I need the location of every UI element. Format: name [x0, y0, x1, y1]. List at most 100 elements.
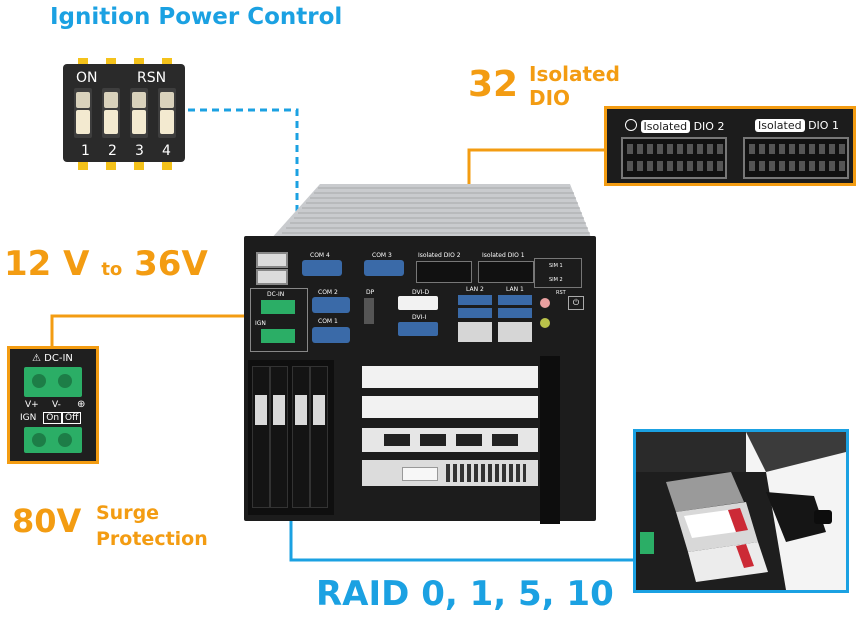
- device-ign-label: IGN: [255, 320, 266, 327]
- usb-port-1: [256, 252, 288, 268]
- v-minus-label: V-: [52, 400, 61, 410]
- mic-jack: [540, 298, 550, 308]
- device-ign-terminal: [261, 329, 295, 343]
- warning-icon: ⚠: [32, 353, 41, 364]
- expansion-slot-gpu: [362, 428, 538, 452]
- com3-label: COM 3: [372, 252, 392, 259]
- dcin-callout-line: [50, 314, 282, 348]
- dvi-i-port: [398, 322, 438, 336]
- dcin-label: DC-IN: [44, 353, 73, 364]
- raid-tray-illustration: [636, 432, 846, 590]
- ign-on-label: On: [43, 412, 63, 424]
- lan1-label: LAN 1: [506, 286, 524, 293]
- usb3-port-d: [498, 308, 532, 318]
- surge-label-line1: Surge: [96, 502, 160, 524]
- dio2-isolated-tag: Isolated: [640, 120, 691, 133]
- switch-number-1: 1: [81, 143, 90, 159]
- device-dio2-connector: [416, 261, 472, 283]
- device-dio2-port: DIO 2: [443, 252, 461, 259]
- dp-label: DP: [366, 289, 375, 296]
- dvi-d-label: DVI-D: [412, 289, 430, 296]
- com1-label: COM 1: [318, 318, 338, 325]
- com2-label: COM 2: [318, 289, 338, 296]
- device-dio2-label: Isolated DIO 2: [418, 252, 461, 259]
- device-dcin-terminal: [261, 300, 295, 314]
- drive-tray-4[interactable]: [310, 366, 328, 508]
- terminal-screw-icon: [32, 374, 46, 388]
- dio2-pins: [627, 144, 723, 171]
- drive-tray-3[interactable]: [292, 366, 310, 508]
- heatsink-fins: [270, 184, 592, 240]
- switch-on-label: ON: [76, 70, 98, 86]
- device-dio1-isolated: Isolated: [482, 252, 506, 259]
- ign-off-label: Off: [62, 412, 82, 424]
- usb-port-2: [256, 269, 288, 285]
- ignition-title: Ignition Power Control: [50, 4, 343, 30]
- raid-label: RAID 0, 1, 5, 10: [316, 574, 614, 614]
- switch-number-4: 4: [162, 143, 171, 159]
- voltage-range: 12 V to 36V: [4, 244, 208, 284]
- drive-bay-area: [248, 360, 334, 515]
- sim-tray: SIM 1 SIM 2: [534, 258, 582, 288]
- drive-tray-1[interactable]: [252, 366, 270, 508]
- com4-label: COM 4: [310, 252, 330, 259]
- lan2-port: [458, 322, 492, 342]
- com1-port: [312, 327, 350, 343]
- v-plus-label: V+: [25, 400, 39, 410]
- dio-zoom-panel: Isolated DIO 2 Isolated DIO 1: [604, 106, 856, 186]
- drive-tray-2[interactable]: [270, 366, 288, 508]
- ignition-callout-line: [188, 108, 299, 232]
- terminal-screw-icon: [58, 374, 72, 388]
- expansion-slot-1: [362, 366, 538, 388]
- switch-rsn-label: RSN: [137, 70, 167, 86]
- dio1-panel-label: Isolated DIO 1: [755, 119, 839, 132]
- voltage-low: 12 V: [4, 244, 90, 284]
- dio1-port-label: DIO 1: [808, 119, 839, 132]
- voltage-high: 36V: [134, 244, 208, 284]
- dio2-port-label: DIO 2: [693, 120, 725, 133]
- switch-number-3: 3: [135, 143, 144, 159]
- dio-label-line2: DIO: [529, 86, 571, 110]
- dvi-i-label: DVI-I: [412, 314, 427, 321]
- raid-zoom-panel: [633, 429, 849, 593]
- ignition-dip-switch: [63, 58, 185, 170]
- expansion-slot-dvi: [362, 460, 538, 486]
- com3-port: [364, 260, 404, 276]
- device-dio1-port: DIO 1: [507, 252, 525, 259]
- dvi-d-port: [398, 296, 438, 310]
- device-dio2-isolated: Isolated: [418, 252, 442, 259]
- dio-label-line1: Isolated: [529, 62, 620, 86]
- dcin-terminal-block: [24, 367, 82, 397]
- dio2-connector: [621, 137, 727, 179]
- device-dcin-area: DC-IN IGN: [250, 288, 308, 352]
- ign-terminal-block: [24, 427, 82, 453]
- dio2-panel-label: Isolated DIO 2: [625, 119, 724, 133]
- surge-label: Surge Protection: [96, 500, 208, 552]
- line-out-jack: [540, 318, 550, 328]
- warning-icon: [625, 119, 637, 131]
- dp-port: [364, 298, 374, 324]
- dio1-isolated-tag: Isolated: [755, 119, 805, 132]
- ign-label: IGN: [20, 413, 37, 423]
- sim2-label: SIM 2: [549, 277, 563, 283]
- surge-value: 80V: [12, 502, 82, 540]
- surge-label-line2: Protection: [96, 528, 208, 550]
- usb3-port-a: [458, 295, 492, 305]
- slot-bracket-handle: [540, 356, 560, 524]
- usb3-port-b: [458, 308, 492, 318]
- com2-port: [312, 297, 350, 313]
- expansion-slot-2: [362, 396, 538, 418]
- rst-label: RST: [556, 290, 566, 296]
- ground-icon: ⊕: [77, 399, 86, 410]
- power-button-icon[interactable]: ⏻: [568, 296, 584, 310]
- dcin-panel-label: ⚠ DC-IN: [32, 353, 73, 364]
- terminal-screw-icon: [58, 433, 72, 447]
- sim1-label: SIM 1: [549, 263, 563, 269]
- dio1-connector: [743, 137, 849, 179]
- lan1-port: [498, 322, 532, 342]
- usb3-port-c: [498, 295, 532, 305]
- device-dio1-label: Isolated DIO 1: [482, 252, 525, 259]
- dio-count: 32: [468, 64, 519, 105]
